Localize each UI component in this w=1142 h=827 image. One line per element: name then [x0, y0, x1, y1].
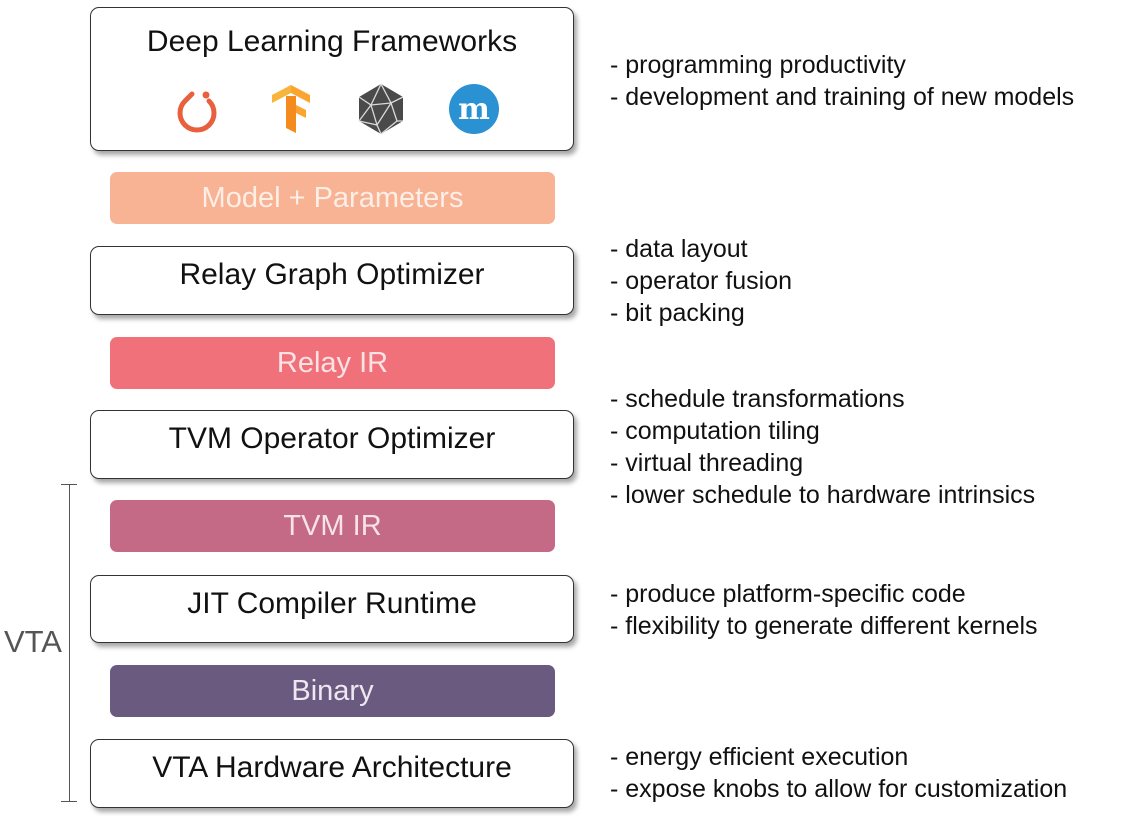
- jit-compiler-runtime-box: JIT Compiler Runtime: [90, 575, 574, 643]
- vta-bracket-top-cap: [61, 484, 77, 485]
- note-item: - energy efficient execution: [610, 743, 909, 771]
- relay-notes: - data layout - operator fusion - bit pa…: [610, 233, 792, 329]
- jit-compiler-runtime-title: JIT Compiler Runtime: [187, 587, 477, 620]
- tvm-operator-optimizer-title: TVM Operator Optimizer: [168, 422, 496, 455]
- note-item: - lower schedule to hardware intrinsics: [610, 481, 1036, 509]
- framework-logos: m: [91, 81, 573, 137]
- relay-graph-optimizer-box: Relay Graph Optimizer: [90, 246, 574, 315]
- vta-bracket-line: [69, 484, 70, 802]
- relay-graph-optimizer-title: Relay Graph Optimizer: [179, 258, 485, 291]
- vta-hardware-architecture-title: VTA Hardware Architecture: [152, 751, 512, 784]
- mxnet-logo: [358, 83, 404, 135]
- tvm-operator-optimizer-box: TVM Operator Optimizer: [90, 410, 574, 479]
- note-item: - bit packing: [610, 299, 745, 327]
- note-item: - produce platform-specific code: [610, 580, 966, 608]
- jit-notes: - produce platform-specific code - flexi…: [610, 578, 1038, 642]
- note-item: - computation tiling: [610, 417, 820, 445]
- note-item: - operator fusion: [610, 267, 793, 295]
- svg-text:m: m: [458, 92, 490, 127]
- frameworks-notes: - programming productivity - development…: [610, 49, 1074, 113]
- vta-bracket-label: VTA: [0, 622, 64, 662]
- note-item: - development and training of new models: [610, 83, 1075, 111]
- note-item: - programming productivity: [610, 51, 906, 79]
- note-item: - data layout: [610, 235, 748, 263]
- binary-band: Binary: [110, 665, 555, 717]
- frameworks-box: Deep Learning Frameworks: [90, 7, 574, 151]
- m-logo: m: [449, 84, 499, 134]
- note-item: - expose knobs to allow for customizatio…: [610, 775, 1068, 803]
- frameworks-title: Deep Learning Frameworks: [146, 25, 518, 58]
- tvm-ir-band: TVM IR: [110, 500, 555, 552]
- vta-hardware-architecture-box: VTA Hardware Architecture: [90, 739, 574, 808]
- tensorflow-logo: [272, 85, 310, 133]
- note-item: - virtual threading: [610, 449, 804, 477]
- relay-ir-band: Relay IR: [110, 337, 555, 389]
- tvm-notes: - schedule transformations - computation…: [610, 383, 1035, 511]
- note-item: - flexibility to generate different kern…: [610, 612, 1038, 640]
- vta-bracket-bottom-cap: [61, 801, 77, 802]
- model-parameters-band: Model + Parameters: [110, 172, 555, 224]
- note-item: - schedule transformations: [610, 385, 905, 413]
- hardware-notes: - energy efficient execution - expose kn…: [610, 741, 1067, 805]
- pytorch-logo: [177, 91, 217, 133]
